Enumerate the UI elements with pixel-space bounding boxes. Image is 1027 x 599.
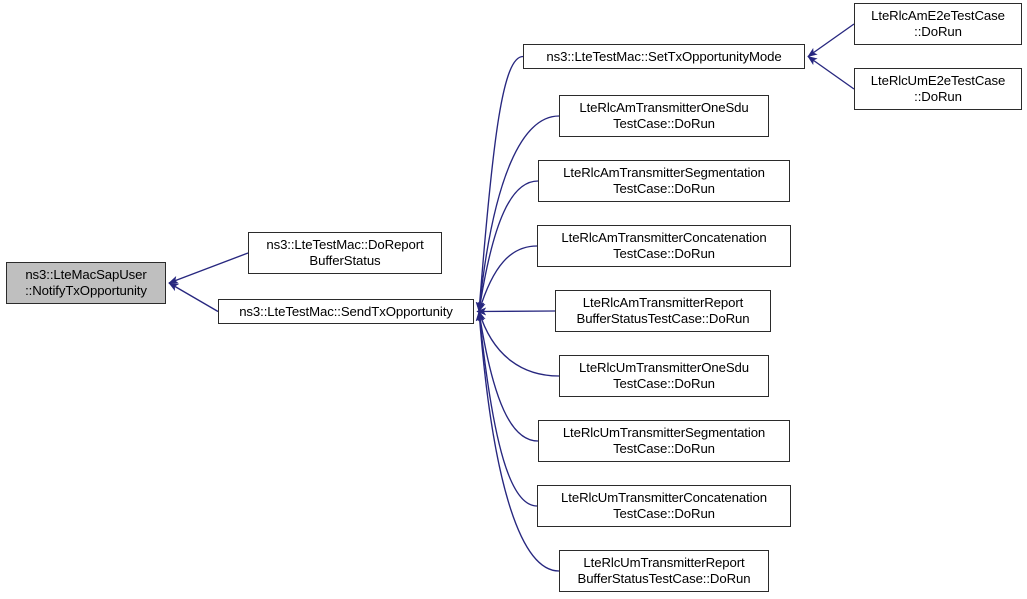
- graph-node-umOneSdu[interactable]: LteRlcUmTransmitterOneSdu TestCase::DoRu…: [559, 355, 769, 397]
- graph-node-amOneSdu[interactable]: LteRlcAmTransmitterOneSdu TestCase::DoRu…: [559, 95, 769, 137]
- graph-edge-umSeg-to-sendtx: [476, 310, 539, 442]
- graph-node-label: LteRlcAmTransmitterConcatenation TestCas…: [561, 230, 767, 261]
- graph-node-settxmode[interactable]: ns3::LteTestMac::SetTxOpportunityMode: [523, 44, 805, 69]
- graph-node-doreport[interactable]: ns3::LteTestMac::DoReport BufferStatus: [248, 232, 442, 274]
- graph-node-amReport[interactable]: LteRlcAmTransmitterReport BufferStatusTe…: [555, 290, 771, 332]
- graph-node-umSeg[interactable]: LteRlcUmTransmitterSegmentation TestCase…: [538, 420, 790, 462]
- graph-node-label: ns3::LteTestMac::SendTxOpportunity: [239, 303, 453, 319]
- graph-node-umReport[interactable]: LteRlcUmTransmitterReport BufferStatusTe…: [559, 550, 769, 592]
- graph-node-umConcat[interactable]: LteRlcUmTransmitterConcatenation TestCas…: [537, 485, 791, 527]
- graph-edge-amOneSdu-to-sendtx: [475, 115, 560, 313]
- graph-node-label: LteRlcAmE2eTestCase ::DoRun: [871, 8, 1005, 39]
- graph-node-label: ns3::LteTestMac::SetTxOpportunityMode: [546, 48, 782, 64]
- graph-edge-amReport-to-sendtx: [476, 307, 556, 316]
- graph-node-label: LteRlcUmTransmitterOneSdu TestCase::DoRu…: [579, 360, 749, 391]
- graph-node-amConcat[interactable]: LteRlcAmTransmitterConcatenation TestCas…: [537, 225, 791, 267]
- graph-edge-umConcat-to-sendtx: [475, 310, 538, 507]
- graph-node-sendtx[interactable]: ns3::LteTestMac::SendTxOpportunity: [218, 299, 474, 324]
- graph-node-label: ns3::LteMacSapUser ::NotifyTxOpportunity: [25, 267, 147, 298]
- graph-edge-amSeg-to-sendtx: [476, 180, 539, 313]
- graph-edge-doreport-to-notify: [168, 252, 249, 284]
- graph-node-notify[interactable]: ns3::LteMacSapUser ::NotifyTxOpportunity: [6, 262, 166, 304]
- graph-edge-sendtx-to-notify: [168, 282, 219, 313]
- graph-edge-amConcat-to-sendtx: [477, 245, 538, 313]
- graph-node-amSeg[interactable]: LteRlcAmTransmitterSegmentation TestCase…: [538, 160, 790, 202]
- graph-node-label: LteRlcUmTransmitterConcatenation TestCas…: [561, 490, 767, 521]
- graph-edge-umE2e-to-settxmode: [807, 55, 855, 90]
- graph-node-label: LteRlcUmTransmitterReport BufferStatusTe…: [577, 555, 751, 586]
- graph-node-amE2e[interactable]: LteRlcAmE2eTestCase ::DoRun: [854, 3, 1022, 45]
- graph-node-label: LteRlcUmE2eTestCase ::DoRun: [870, 73, 1006, 104]
- graph-node-label: ns3::LteTestMac::DoReport BufferStatus: [266, 237, 424, 268]
- graph-edge-amE2e-to-settxmode: [807, 23, 855, 58]
- graph-node-label: LteRlcAmTransmitterOneSdu TestCase::DoRu…: [579, 100, 749, 131]
- graph-node-label: LteRlcUmTransmitterSegmentation TestCase…: [562, 425, 766, 456]
- graph-node-label: LteRlcAmTransmitterReport BufferStatusTe…: [576, 295, 750, 326]
- graph-edge-settxmode-to-sendtx: [475, 55, 524, 313]
- graph-edge-umOneSdu-to-sendtx: [477, 310, 560, 377]
- graph-node-umE2e[interactable]: LteRlcUmE2eTestCase ::DoRun: [854, 68, 1022, 110]
- graph-node-label: LteRlcAmTransmitterSegmentation TestCase…: [563, 165, 765, 196]
